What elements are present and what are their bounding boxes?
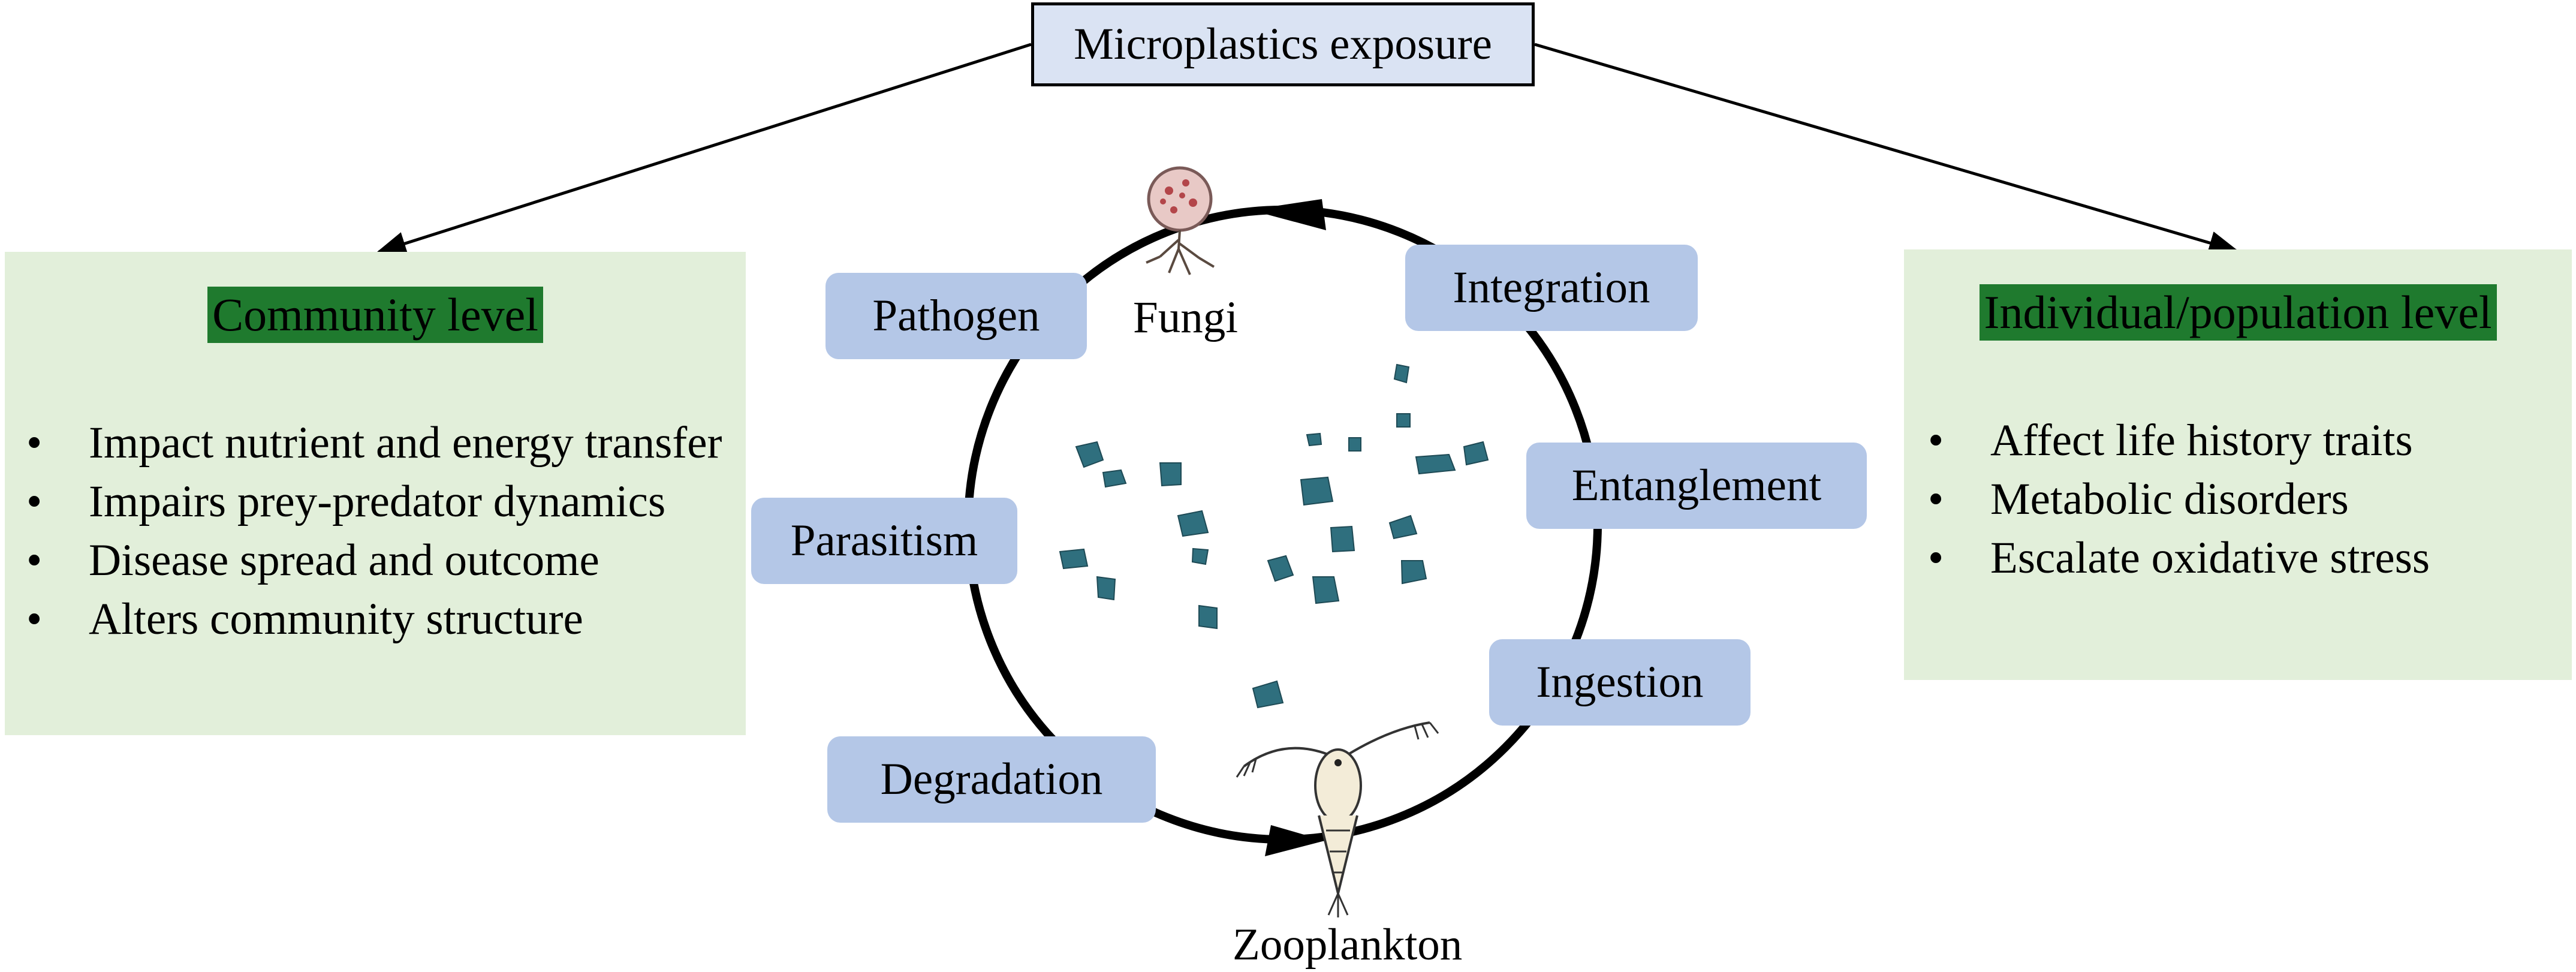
- individual-level-panel: Individual/population level Affect life …: [1904, 249, 2572, 680]
- microplastics-exposure-box: Microplastics exposure: [1031, 2, 1535, 86]
- arrow-to-individual: [1534, 43, 2239, 255]
- zooplankton-illustration: [1236, 721, 1439, 917]
- process-box-integration: Integration: [1405, 245, 1698, 331]
- zooplankton-label: Zooplankton: [1233, 920, 1463, 970]
- process-box-ingestion: Ingestion: [1489, 639, 1751, 726]
- community-effects-list: Impact nutrient and energy transfer Impa…: [26, 414, 740, 649]
- list-item: Escalate oxidative stress: [1928, 529, 2563, 588]
- process-box-parasitism: Parasitism: [751, 498, 1017, 584]
- list-item: Impairs prey-predator dynamics: [26, 473, 740, 531]
- process-box-pathogen: Pathogen: [825, 273, 1087, 359]
- microplastics-exposure-label: Microplastics exposure: [1074, 19, 1492, 69]
- arrow-to-community: [376, 43, 1032, 255]
- microplastic-particles: [1059, 363, 1489, 709]
- community-level-heading: Community level: [5, 287, 746, 343]
- list-item: Metabolic disorders: [1928, 470, 2563, 529]
- fungi-illustration: [1146, 166, 1215, 275]
- process-box-entanglement: Entanglement: [1526, 443, 1867, 529]
- process-box-degradation: Degradation: [827, 736, 1156, 823]
- list-item: Alters community structure: [26, 590, 740, 649]
- list-item: Affect life history traits: [1928, 411, 2563, 470]
- cycle-arrow-bottom: [1265, 825, 1325, 856]
- cycle-arrow-top: [1250, 199, 1326, 230]
- individual-level-heading: Individual/population level: [1904, 284, 2572, 341]
- fungi-label: Fungi: [1133, 293, 1239, 342]
- list-item: Impact nutrient and energy transfer: [26, 414, 740, 473]
- individual-effects-list: Affect life history traits Metabolic dis…: [1928, 411, 2563, 588]
- community-level-panel: Community level Impact nutrient and ener…: [5, 252, 746, 735]
- list-item: Disease spread and outcome: [26, 531, 740, 590]
